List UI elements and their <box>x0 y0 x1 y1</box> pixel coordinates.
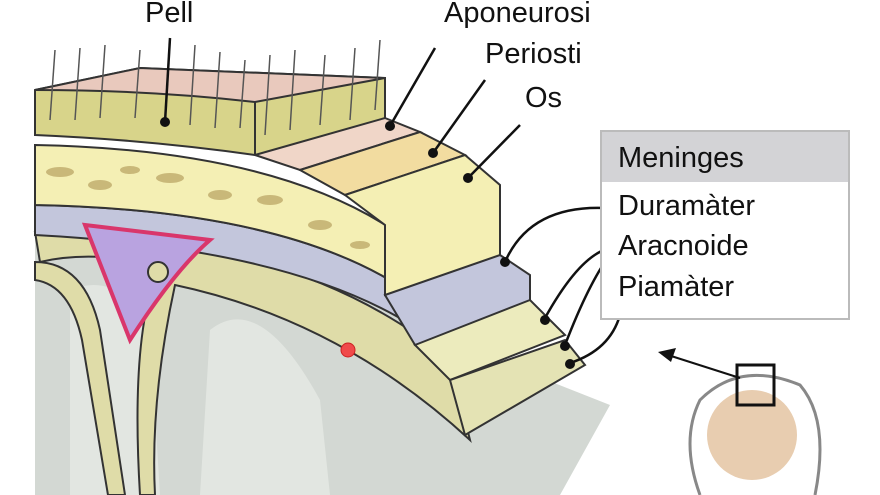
brain-sulcus <box>70 285 330 495</box>
skin-top <box>34 66 386 104</box>
arrow-head-icon <box>658 348 676 362</box>
label-pia-mater: Piamàter <box>618 271 735 303</box>
arachnoid-block <box>413 298 567 382</box>
label-dura-mater: Duramàter <box>618 190 755 222</box>
meninges-legend <box>600 130 850 320</box>
arachnoid-left <box>34 260 127 495</box>
bone-spots <box>46 166 370 249</box>
label-skin: Pell <box>145 0 194 29</box>
meninges-title: Meninges <box>618 142 744 174</box>
blood-vessel <box>340 342 356 358</box>
region-box <box>735 363 776 407</box>
label-arachnoid: Aracnoide <box>618 230 749 262</box>
venous-sinus <box>81 222 215 345</box>
head-inset <box>658 348 822 495</box>
label-bone: Os <box>525 82 563 114</box>
label-aponeurosis: Aponeurosi <box>444 0 591 29</box>
hairs <box>49 39 381 136</box>
brain-inset <box>707 390 797 480</box>
label-periosteum: Periosti <box>485 38 582 70</box>
pia-block <box>448 338 587 437</box>
granulation <box>147 261 169 283</box>
